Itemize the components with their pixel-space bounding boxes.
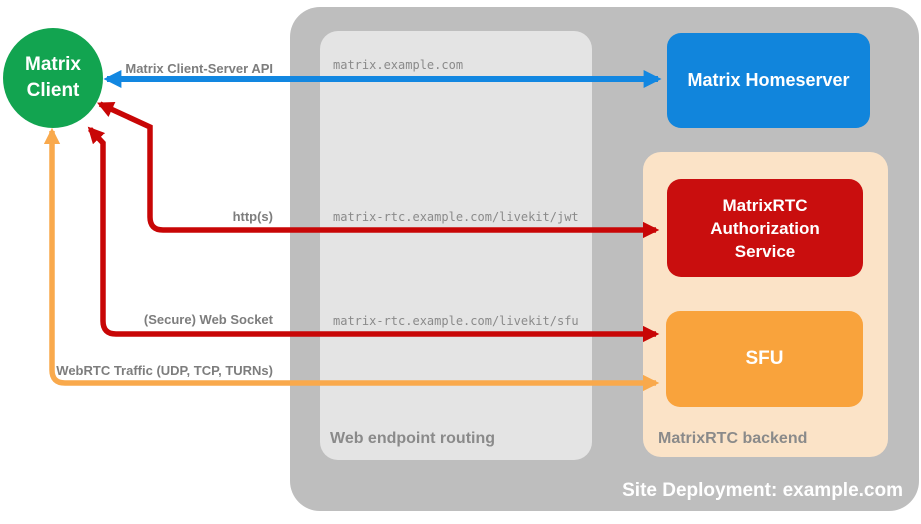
sfu-label: SFU [745,348,784,369]
web-endpoint-routing-label: Web endpoint routing [330,430,496,447]
https-arrow-label: http(s) [232,209,273,224]
matrix-homeserver-label: Matrix Homeserver [687,70,850,90]
web-endpoint-routing-box [320,31,592,460]
endpoint-livekit-sfu: matrix-rtc.example.com/livekit/sfu [333,314,579,328]
matrixrtc-authorization-service-label: MatrixRTC Authorization Service [710,195,820,261]
secure-web-socket-arrow-label: (Secure) Web Socket [143,312,273,327]
endpoint-matrix: matrix.example.com [333,58,464,72]
matrix-client-label-line2: Client [26,80,80,101]
client-server-api-arrow-label: Matrix Client-Server API [125,61,273,76]
matrixrtc-authorization-service-node: MatrixRTC Authorization Service [667,179,863,277]
matrix-homeserver-node: Matrix Homeserver [667,33,870,128]
site-deployment-label: Site Deployment: example.com [622,480,903,501]
matrix-client-label-line1: Matrix [25,54,81,75]
matrixrtc-backend-label: MatrixRTC backend [658,430,808,447]
matrix-client-node: Matrix Client [3,28,103,128]
endpoint-livekit-jwt: matrix-rtc.example.com/livekit/jwt [333,210,579,224]
webrtc-traffic-arrow-label: WebRTC Traffic (UDP, TCP, TURNs) [56,363,273,378]
sfu-node: SFU [666,311,863,407]
